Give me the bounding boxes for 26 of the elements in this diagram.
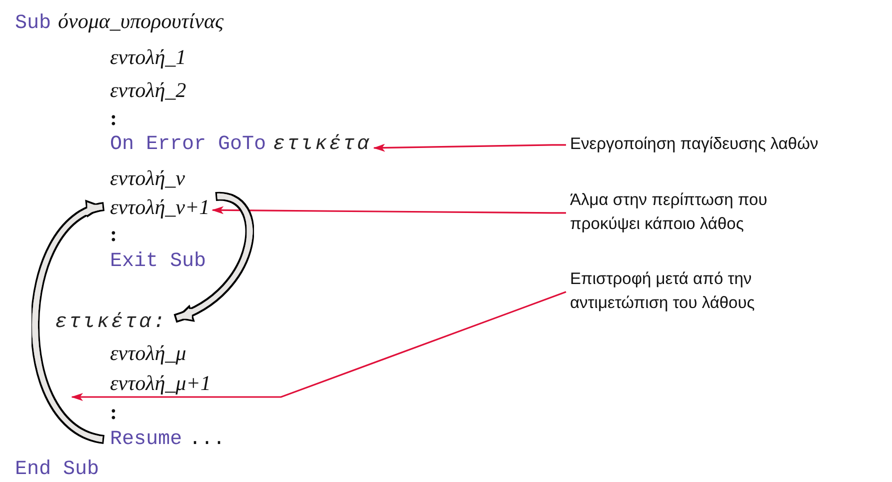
code-continuation: :: [110, 106, 117, 130]
leader-line: [71, 291, 566, 401]
annotation-text: Επιστροφή μετά από την αντιμετώπιση του λάθους: [570, 269, 756, 314]
annotation-text: Ενεργοποίηση παγίδευσης λαθών: [570, 134, 820, 155]
annotation-text: Άλμα στην περίπτωση που προκύψει κάποιο λάθος: [570, 190, 768, 235]
code-ellipsis: ...: [189, 428, 226, 451]
code-keyword: End Sub: [15, 458, 100, 481]
curved-arrow: [30, 202, 106, 444]
code-statement: εντολή_μ: [110, 340, 186, 364]
code-keyword: Exit Sub: [110, 250, 206, 273]
code-statement: εντολή_2: [110, 78, 186, 102]
leader-line: [212, 206, 566, 214]
code-statement: εντολή_μ+1: [110, 370, 211, 394]
code-statement: εντολή_ν: [110, 166, 185, 190]
code-statement: εντολή_ν+1: [110, 194, 210, 218]
code-keyword: On Error GoTo: [110, 133, 266, 156]
code-label: ετικέτα: [273, 133, 372, 156]
code-statement: όνομα_υπορουτίνας: [58, 8, 224, 32]
code-keyword: Resume: [110, 428, 182, 451]
curved-arrow: [173, 192, 254, 323]
code-statement: εντολή_1: [110, 44, 186, 68]
code-continuation: :: [110, 400, 117, 424]
leader-line: [373, 144, 566, 152]
code-keyword: Sub: [15, 12, 52, 34]
code-continuation: :: [110, 222, 117, 246]
code-label: ετικέτα:: [55, 311, 168, 334]
